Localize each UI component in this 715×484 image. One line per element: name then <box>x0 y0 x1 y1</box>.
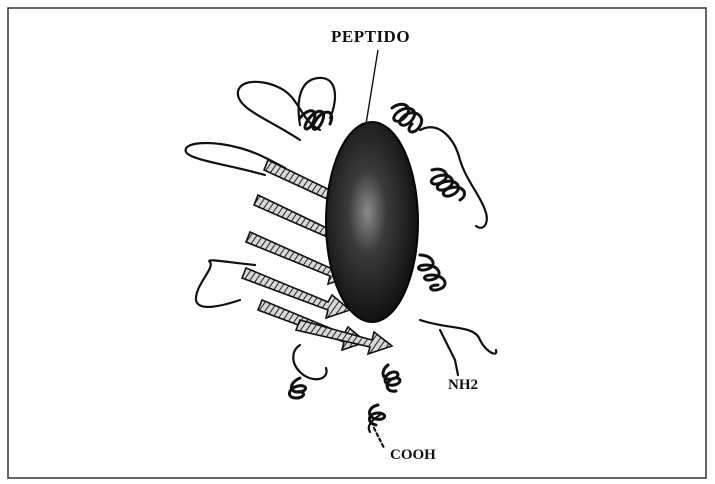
loop-right-top <box>420 127 487 227</box>
loop-bottom-left <box>293 345 326 379</box>
helix-cooh <box>369 405 384 425</box>
helix-right-upper <box>392 104 422 132</box>
tail-nh2 <box>440 330 458 375</box>
helix-right-middle <box>431 169 464 200</box>
peptide-callout-line <box>366 50 378 124</box>
c-terminus-label: COOH <box>390 447 436 464</box>
peptide-blob <box>326 122 418 322</box>
helix-bottom-middle <box>383 365 400 391</box>
n-terminus-label: NH2 <box>448 377 478 394</box>
tail-cooh-dash <box>374 428 384 448</box>
helix-bottom-left <box>289 378 305 398</box>
loop-right-bottom <box>420 320 496 354</box>
helix-right-lower <box>419 255 445 290</box>
peptide-label: PEPTIDO <box>331 27 410 47</box>
